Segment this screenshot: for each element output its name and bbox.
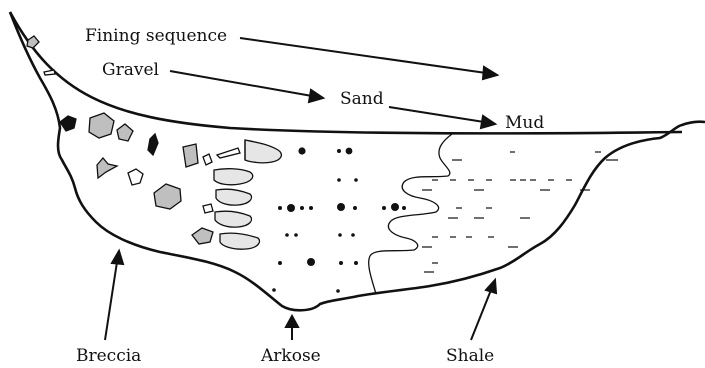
clast (192, 228, 213, 244)
label-breccia: Breccia (76, 346, 141, 366)
sand-to-mud-arrow (389, 107, 495, 128)
grain (285, 233, 289, 237)
grain (309, 206, 313, 210)
clast (89, 113, 114, 138)
grain (338, 233, 342, 237)
grain (402, 206, 406, 210)
grain (337, 149, 341, 153)
clast (97, 158, 117, 178)
clast (27, 36, 39, 48)
grain (353, 206, 357, 210)
grain (278, 261, 282, 265)
breccia-arrow (105, 251, 123, 340)
clast (117, 124, 133, 141)
grain (354, 261, 358, 265)
label-fining-sequence: Fining sequence (85, 26, 227, 46)
grain (351, 233, 355, 237)
grain (337, 178, 341, 182)
grain (339, 261, 343, 265)
label-sand: Sand (340, 89, 384, 109)
sand-tongue (220, 233, 260, 249)
label-gravel: Gravel (102, 60, 159, 80)
grain (382, 206, 386, 210)
gravel-to-sand-arrow (170, 71, 323, 102)
clast (203, 154, 212, 165)
grain (354, 178, 358, 182)
label-shale: Shale (446, 346, 494, 366)
clast (128, 169, 143, 185)
sand-mud-boundary (369, 134, 452, 294)
label-arkose: Arkose (260, 346, 321, 366)
grain (307, 258, 315, 266)
clast (44, 70, 55, 75)
grain (336, 289, 340, 293)
clast (217, 148, 240, 158)
sand-tongue (216, 189, 252, 205)
grain (272, 288, 276, 292)
clast (183, 144, 198, 167)
grain (278, 206, 282, 210)
basin-outline (10, 12, 705, 310)
clast (203, 204, 213, 213)
grain (346, 148, 353, 155)
clast (60, 116, 76, 131)
sand-tongue (245, 140, 281, 163)
clast (154, 184, 181, 209)
grain (298, 147, 305, 154)
grain (287, 204, 295, 212)
grain (300, 206, 304, 210)
sand-tongue (214, 169, 253, 185)
mud-dashes (422, 152, 618, 272)
grain (294, 233, 298, 237)
fining-sequence-arrow (240, 38, 497, 79)
sand-tongue (215, 211, 252, 227)
label-mud: Mud (505, 113, 544, 133)
arkose-arrow (286, 316, 298, 340)
grain (391, 203, 399, 211)
clast (148, 134, 158, 155)
grain (337, 203, 345, 211)
shale-arrow (471, 280, 496, 340)
sand-grains (272, 147, 406, 292)
